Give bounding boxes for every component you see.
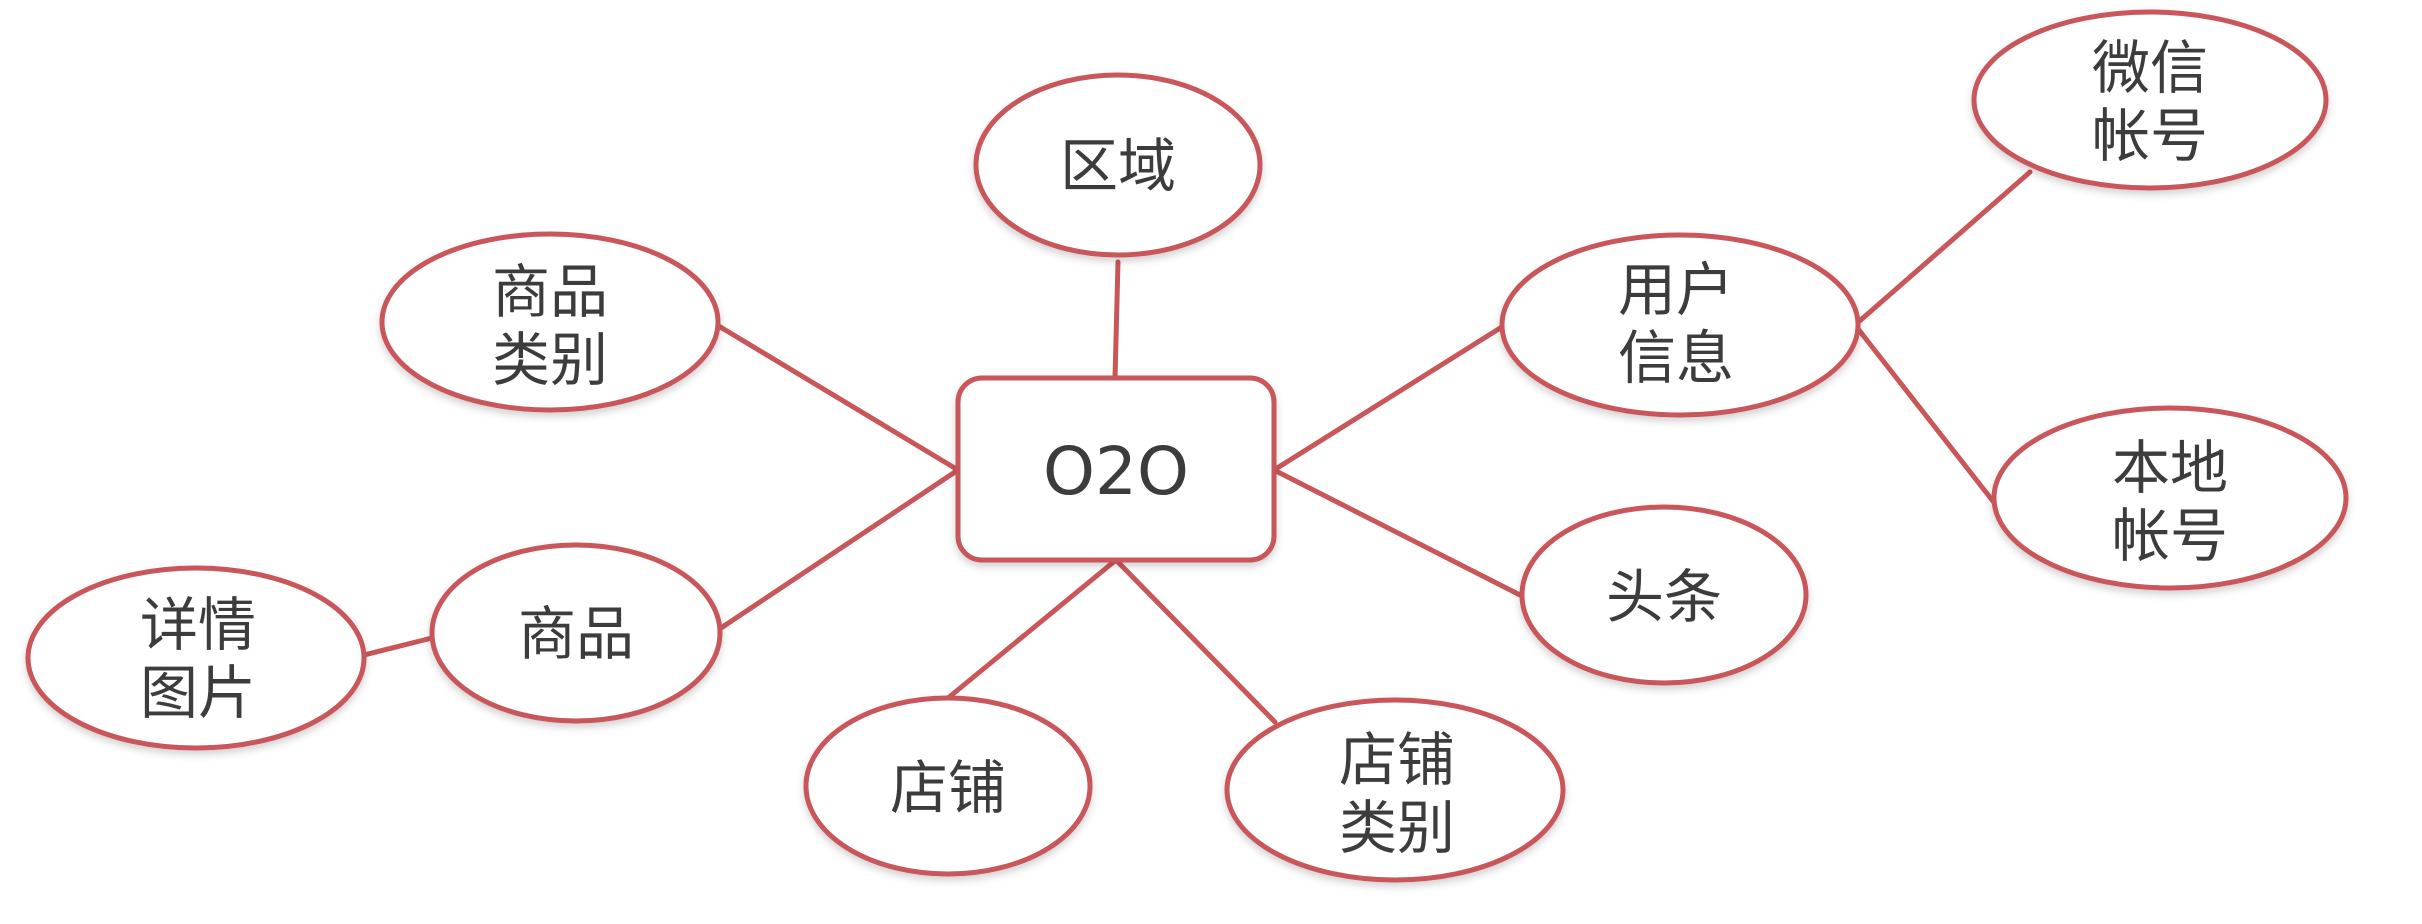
edge-center-product-category bbox=[714, 322, 961, 473]
edge-center-user-info bbox=[1271, 322, 1508, 473]
node-region-label: 区域 bbox=[1060, 132, 1176, 200]
node-product-category-label-line2: 类别 bbox=[492, 326, 608, 394]
node-shop-category-label-line2: 类别 bbox=[1339, 794, 1455, 862]
center-node-label: O2O bbox=[1043, 433, 1189, 510]
node-shop-category: 店铺 类别 bbox=[1224, 697, 1566, 883]
node-product-category: 商品 类别 bbox=[379, 231, 721, 413]
node-local-account-label-line1: 本地 bbox=[2112, 434, 2228, 502]
node-user-info: 用户 信息 bbox=[1499, 232, 1861, 418]
node-detail-image-label-line2: 图片 bbox=[140, 659, 256, 727]
edge-center-region bbox=[1112, 259, 1121, 381]
node-user-info-label-line1: 用户 bbox=[1618, 256, 1734, 324]
node-product-category-label-line1: 商品 bbox=[492, 258, 608, 326]
node-shop-category-label-line1: 店铺 bbox=[1339, 726, 1455, 794]
node-region: 区域 bbox=[973, 72, 1263, 258]
edge-product-detail-image bbox=[361, 635, 435, 658]
node-wechat-account-label-line2: 帐号 bbox=[2092, 102, 2208, 170]
edge-center-headline bbox=[1271, 467, 1523, 598]
edge-center-shop-category bbox=[1113, 557, 1278, 725]
node-detail-image: 详情 图片 bbox=[25, 565, 367, 751]
node-headline-label: 头条 bbox=[1606, 563, 1722, 631]
node-product: 商品 bbox=[429, 542, 723, 724]
node-product-label: 商品 bbox=[518, 600, 634, 668]
node-wechat-account-label-line1: 微信 bbox=[2092, 34, 2208, 102]
node-local-account: 本地 帐号 bbox=[1991, 405, 2349, 591]
node-shop: 店铺 bbox=[803, 695, 1093, 877]
edge-center-product bbox=[715, 467, 961, 633]
node-user-info-label-line2: 信息 bbox=[1618, 324, 1734, 392]
node-detail-image-label-line1: 详情 bbox=[140, 591, 256, 659]
edge-user-info-wechat-account bbox=[1852, 169, 2033, 328]
node-headline: 头条 bbox=[1519, 504, 1809, 686]
node-wechat-account: 微信 帐号 bbox=[1971, 9, 2329, 191]
edge-center-shop bbox=[945, 557, 1119, 701]
edges bbox=[361, 169, 2033, 725]
edge-user-info-local-account bbox=[1852, 322, 1999, 508]
center-node: O2O bbox=[955, 375, 1277, 563]
node-local-account-label-line2: 帐号 bbox=[2112, 502, 2228, 570]
node-shop-label: 店铺 bbox=[890, 754, 1006, 822]
